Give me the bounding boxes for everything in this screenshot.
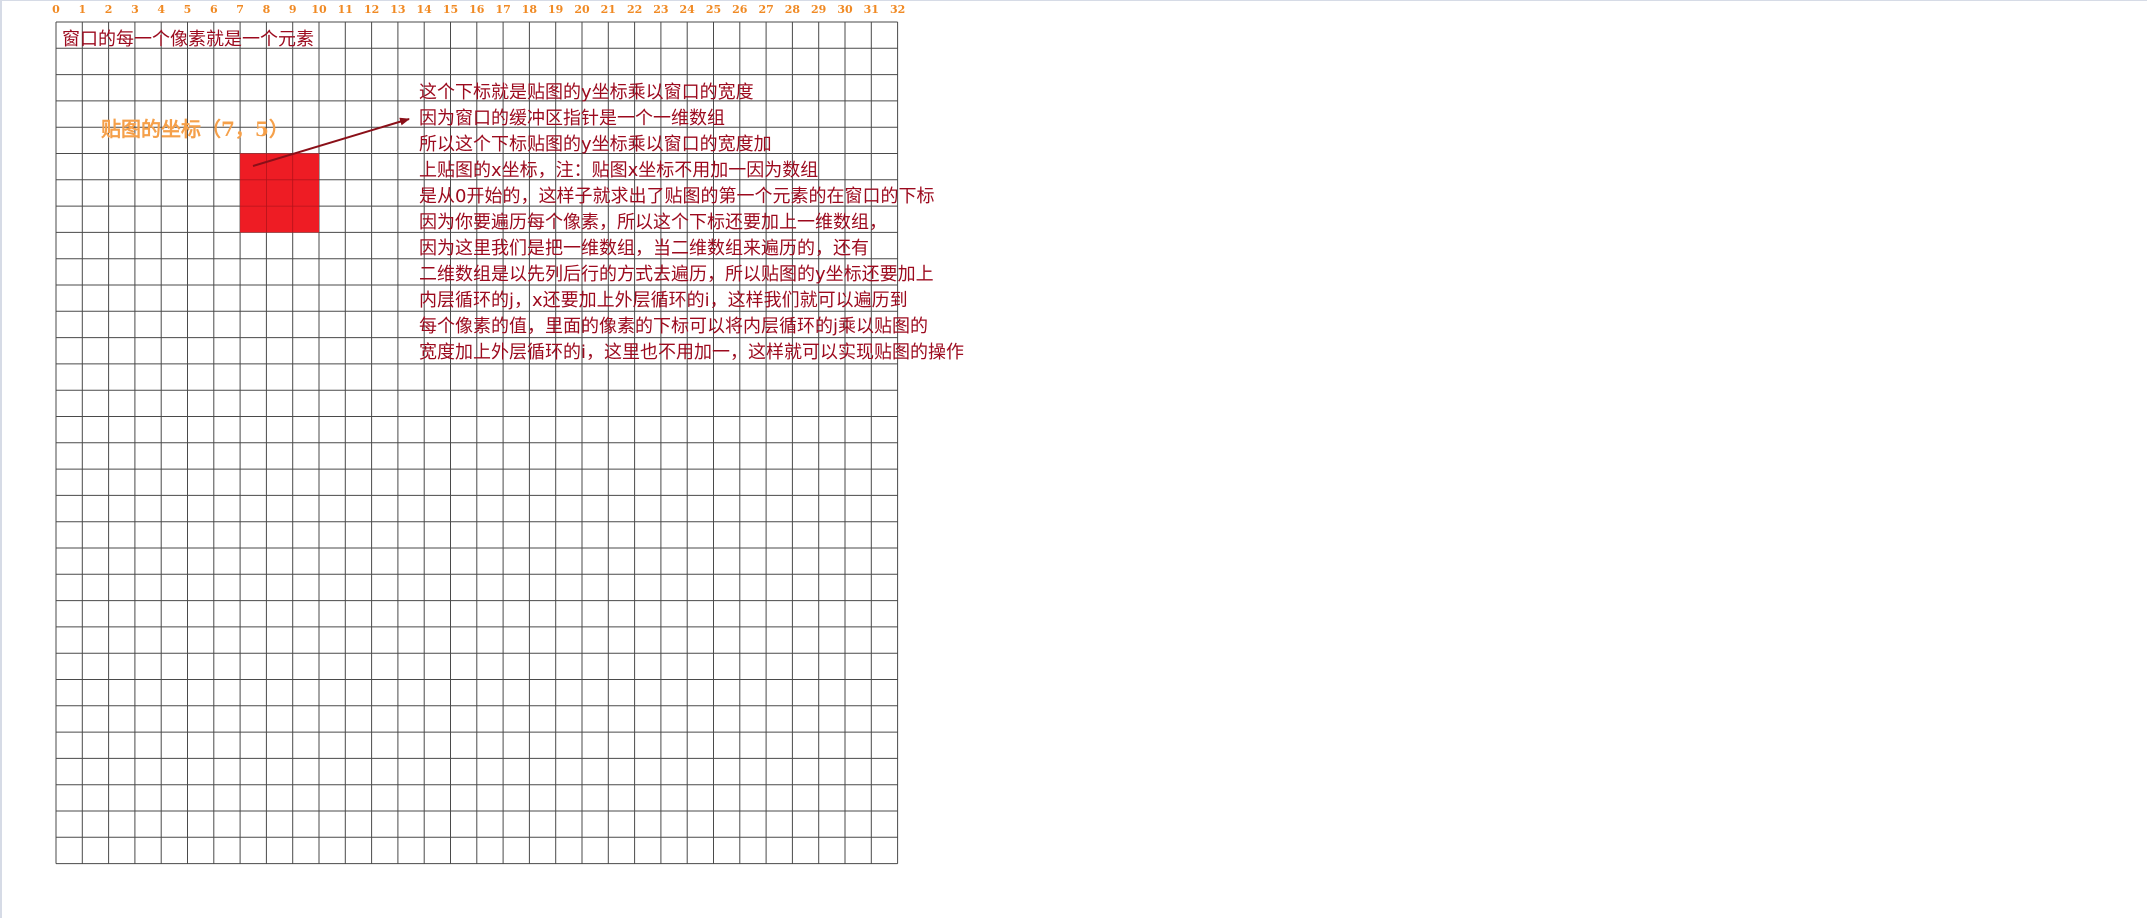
column-tick-label: 28 xyxy=(785,3,801,16)
explanation-line: 因为你要遍历每个像素，所以这个下标还要加上一维数组， xyxy=(419,212,887,233)
column-tick-label: 19 xyxy=(548,3,563,16)
pointer-arrow xyxy=(252,117,410,167)
column-tick-label: 22 xyxy=(627,3,642,16)
column-tick-label: 26 xyxy=(732,3,748,16)
explanation-line: 每个像素的值，里面的像素的下标可以将内层循环的j乘以贴图的 xyxy=(419,316,928,337)
explanation-line: 内层循环的j，x还要加上外层循环的i，这样我们就可以遍历到 xyxy=(419,290,908,311)
explanation-text-block: 这个下标就是贴图的y坐标乘以窗口的宽度 因为窗口的缓冲区指针是一个一维数组 所以… xyxy=(419,82,964,363)
explanation-line: 宽度加上外层循环的i，这里也不用加一，这样就可以实现贴图的操作 xyxy=(419,342,964,363)
explanation-line: 二维数组是以先列后行的方式去遍历，所以贴图的y坐标还要加上 xyxy=(419,264,934,285)
column-tick-label: 25 xyxy=(706,3,721,16)
sprite-block xyxy=(240,153,319,233)
explanation-line: 因为窗口的缓冲区指针是一个一维数组 xyxy=(419,108,725,129)
column-tick-label: 4 xyxy=(157,3,165,16)
column-tick-label: 27 xyxy=(758,3,773,16)
left-edge-divider xyxy=(0,0,2,918)
column-tick-label: 11 xyxy=(338,3,353,16)
column-tick-label: 29 xyxy=(811,3,826,16)
column-tick-label: 8 xyxy=(263,3,271,16)
column-tick-label: 16 xyxy=(469,3,485,16)
column-tick-label: 21 xyxy=(601,3,616,16)
column-tick-label: 23 xyxy=(653,3,668,16)
explanation-line: 所以这个下标贴图的y坐标乘以窗口的宽度加 xyxy=(419,134,772,155)
window-note-label: 窗口的每一个像素就是一个元素 xyxy=(62,29,314,50)
explanation-line: 是从0开始的，这样子就求出了贴图的第一个元素的在窗口的下标 xyxy=(419,186,934,207)
window-pixel-grid xyxy=(55,21,899,865)
column-tick-label: 2 xyxy=(105,3,113,16)
column-tick-label: 12 xyxy=(364,3,379,16)
column-tick-label: 10 xyxy=(311,3,327,16)
column-tick-label: 20 xyxy=(574,3,590,16)
column-tick-label: 5 xyxy=(184,3,192,16)
sprite-coordinate-label: 贴图的坐标（7，5） xyxy=(101,117,289,141)
top-edge-divider xyxy=(0,0,2147,1)
column-tick-label: 30 xyxy=(837,3,853,16)
column-tick-label: 6 xyxy=(210,3,218,16)
column-tick-label: 1 xyxy=(78,3,86,16)
column-tick-label: 13 xyxy=(390,3,405,16)
column-tick-label: 18 xyxy=(522,3,538,16)
column-tick-label: 15 xyxy=(443,3,458,16)
column-tick-label: 7 xyxy=(236,3,244,16)
column-tick-label: 0 xyxy=(52,3,60,16)
explanation-line: 这个下标就是贴图的y坐标乘以窗口的宽度 xyxy=(419,82,754,103)
column-tick-label: 17 xyxy=(495,3,510,16)
column-tick-label: 9 xyxy=(289,3,297,16)
column-tick-label: 14 xyxy=(417,3,433,16)
column-tick-label: 24 xyxy=(680,3,696,16)
column-tick-label: 32 xyxy=(890,3,905,16)
explanation-line: 上贴图的x坐标，注：贴图x坐标不用加一因为数组 xyxy=(419,160,818,181)
explanation-line: 因为这里我们是把一维数组，当二维数组来遍历的，还有 xyxy=(419,238,869,259)
column-tick-label: 31 xyxy=(864,3,879,16)
sprite-grid-lines xyxy=(240,153,319,233)
column-tick-label: 3 xyxy=(131,3,139,16)
